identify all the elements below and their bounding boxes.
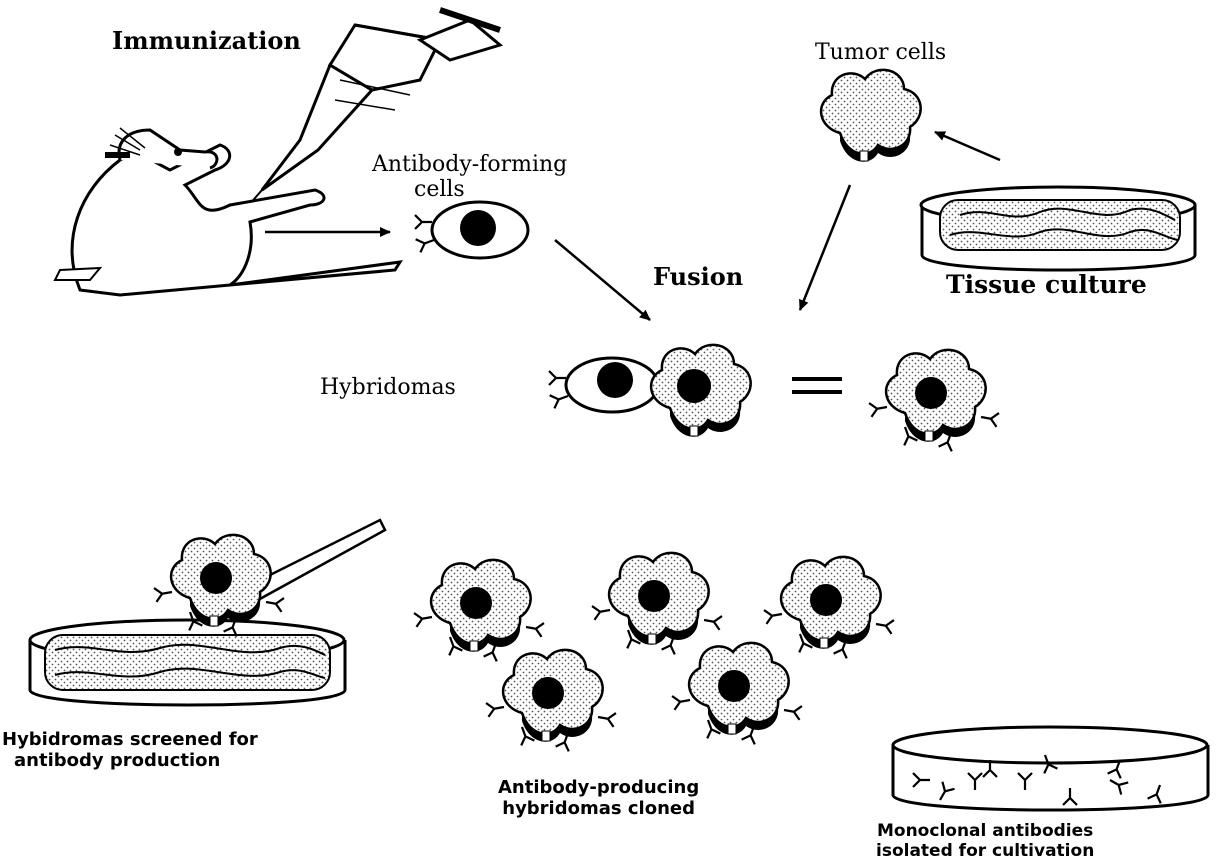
antibody-forming-line-1: Antibody-forming — [372, 152, 567, 177]
screened-line-2: antibody production — [2, 751, 258, 772]
pipette-icon — [250, 520, 385, 600]
cloned-hybridomas-group — [414, 553, 894, 752]
cloned-hybridoma-icon — [414, 560, 544, 662]
tumor-cell-icon — [821, 70, 921, 162]
hybridoma-result-icon — [869, 350, 999, 452]
screened-line-1: Hybidromas screened for — [2, 730, 258, 751]
monoclonal-line-1: Monoclonal antibodies — [876, 822, 1094, 842]
monoclonal-line-2: isolated for cultivation — [876, 842, 1094, 862]
arrow-cell-to-fusion — [555, 240, 650, 320]
antibody-forming-line-2: cells — [372, 177, 567, 202]
monoclonal-dish-icon — [893, 727, 1208, 810]
antibody-forming-cells-label: Antibody-forming cells — [372, 152, 567, 203]
arrow-tumor-to-fusion — [800, 185, 850, 310]
tissue-culture-label: Tissue culture — [946, 270, 1147, 299]
antibody-forming-cell-icon — [415, 202, 528, 258]
cloned-line-2: hybridomas cloned — [498, 799, 699, 820]
screening-dish-icon — [30, 620, 345, 705]
tumor-cells-label: Tumor cells — [815, 40, 946, 65]
immunization-label: Immunization — [112, 26, 301, 55]
tissue-culture-dish-icon — [921, 187, 1195, 270]
cloned-hybridoma-icon — [486, 650, 616, 752]
cloned-hybridoma-icon — [672, 643, 802, 745]
fusion-label: Fusion — [653, 262, 743, 291]
cloned-hybridoma-icon — [764, 557, 894, 659]
hybridoma-fusion-icon — [549, 345, 751, 437]
equals-sign-icon — [792, 377, 842, 394]
arrow-culture-to-tumor — [935, 132, 1000, 160]
screened-label: Hybidromas screened for antibody product… — [2, 730, 258, 771]
cloned-line-1: Antibody-producing — [498, 778, 699, 799]
hybridomas-label: Hybridomas — [320, 375, 456, 400]
cloned-label: Antibody-producing hybridomas cloned — [498, 778, 699, 819]
monoclonal-label: Monoclonal antibodies isolated for culti… — [876, 822, 1094, 861]
mouse-icon — [55, 128, 400, 295]
cloned-hybridoma-icon — [592, 553, 722, 655]
